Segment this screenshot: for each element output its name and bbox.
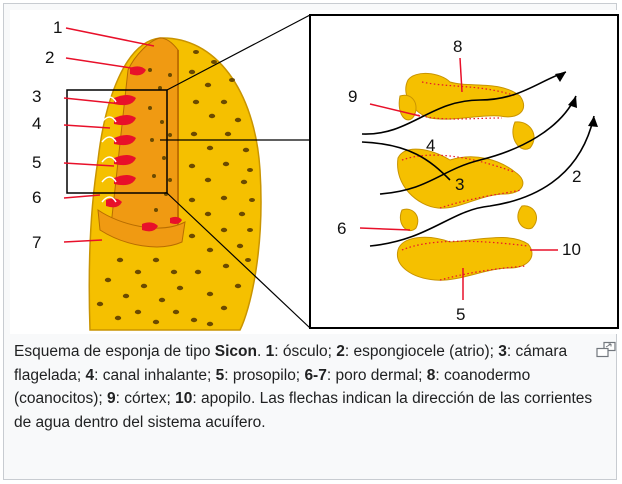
label-3: 3 [32, 87, 41, 106]
label-6-detail: 6 [337, 219, 346, 238]
caption-number: 5 [216, 367, 225, 384]
label-4: 4 [32, 114, 41, 133]
label-9: 9 [348, 87, 357, 106]
caption-number: 9 [107, 390, 116, 407]
caption-number: 2 [336, 343, 345, 360]
caption-text: : ósculo; [274, 343, 336, 360]
label-1: 1 [53, 18, 62, 37]
caption-text: : córtex; [116, 390, 175, 407]
caption-sicon: Sicon [215, 343, 257, 360]
caption-text: : poro dermal; [327, 367, 427, 384]
sicon-sponge-figure[interactable]: 1 2 3 4 5 6 7 [10, 10, 619, 334]
caption-text: . [257, 343, 266, 360]
caption-text: : prosopilo; [224, 367, 304, 384]
diagram-svg: 1 2 3 4 5 6 7 [10, 10, 619, 334]
enlarge-icon[interactable] [595, 341, 617, 358]
label-5-detail: 5 [456, 305, 465, 324]
caption-text: : canal inhalante; [94, 367, 216, 384]
thumbnail-frame: 1 2 3 4 5 6 7 [3, 3, 617, 480]
label-2-detail: 2 [572, 167, 581, 186]
caption-number: 1 [266, 343, 275, 360]
label-4-detail: 4 [426, 136, 435, 155]
figure-caption: Esquema de esponja de tipo Sicon. 1: ósc… [14, 340, 599, 434]
caption-text: Esquema de esponja de tipo [14, 343, 215, 360]
caption-text: : espongiocele (atrio); [345, 343, 498, 360]
label-5: 5 [32, 153, 41, 172]
caption-number: 3 [498, 343, 507, 360]
sponge-illustration [67, 15, 310, 330]
caption-number: 6-7 [304, 367, 326, 384]
label-2: 2 [45, 48, 54, 67]
caption-number: 4 [86, 367, 95, 384]
label-10: 10 [562, 240, 581, 259]
label-7: 7 [32, 233, 41, 252]
caption-number: 10 [175, 390, 192, 407]
label-3-detail: 3 [455, 175, 464, 194]
label-8: 8 [453, 37, 462, 56]
label-6: 6 [32, 188, 41, 207]
